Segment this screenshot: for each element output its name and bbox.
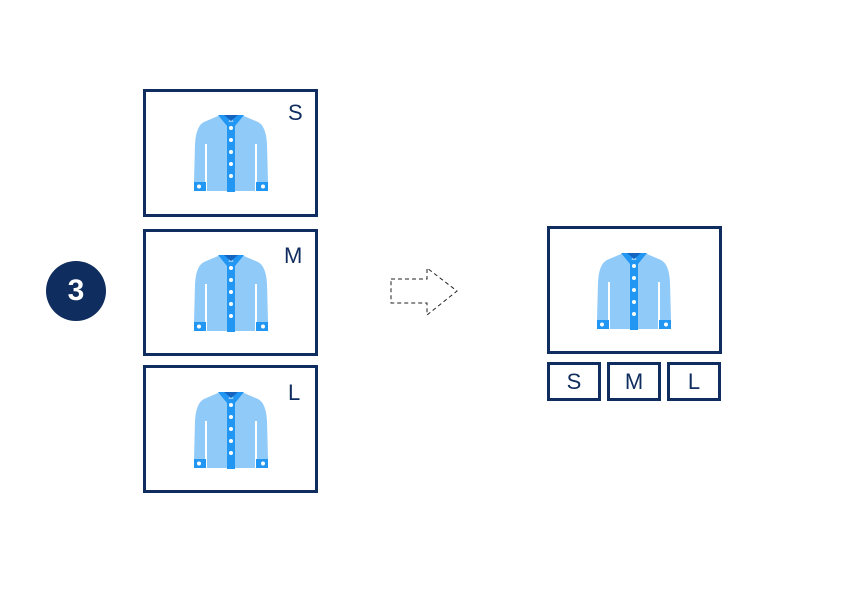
variant-card-l: L xyxy=(143,365,318,493)
step-badge: 3 xyxy=(46,261,106,321)
variant-card-s: S xyxy=(143,89,318,217)
shirt-icon xyxy=(194,391,269,469)
size-option-s[interactable]: S xyxy=(547,362,601,401)
size-option-m[interactable]: M xyxy=(607,362,661,401)
shirt-icon xyxy=(194,114,269,192)
merged-product-card xyxy=(547,226,722,354)
shirt-icon xyxy=(194,254,269,332)
shirt-icon xyxy=(597,252,672,330)
size-label: M xyxy=(284,243,303,268)
arrow-right-icon xyxy=(390,266,458,317)
variant-card-m: M xyxy=(143,229,318,356)
size-label: L xyxy=(288,380,301,405)
size-label: S xyxy=(288,100,303,125)
size-option-l[interactable]: L xyxy=(667,362,721,401)
